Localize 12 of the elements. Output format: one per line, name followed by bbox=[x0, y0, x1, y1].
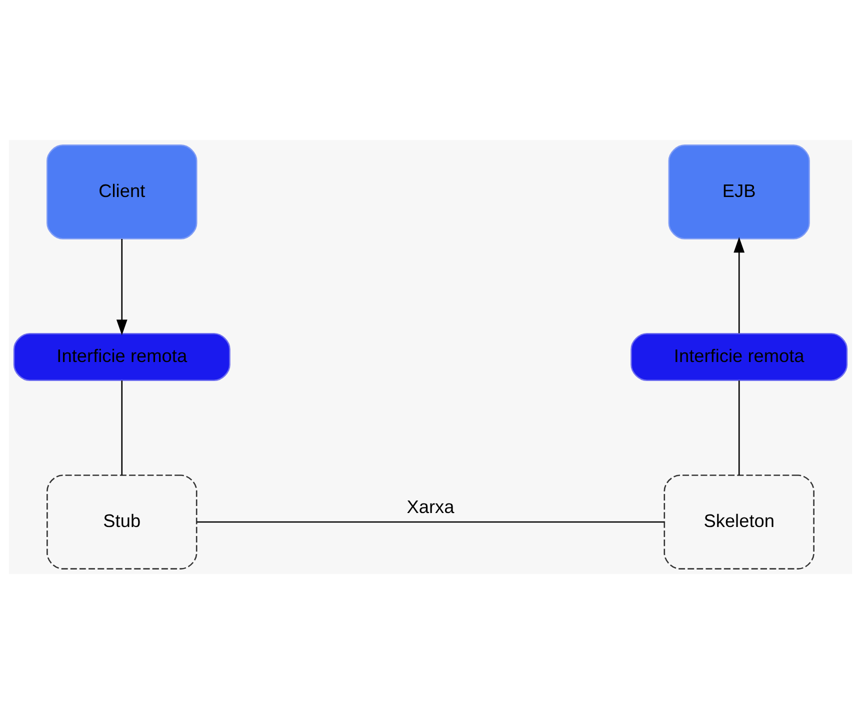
edge-label: Xarxa bbox=[406, 497, 454, 518]
connector bbox=[121, 380, 123, 476]
connector bbox=[196, 521, 664, 523]
arrow bbox=[116, 238, 128, 336]
connector bbox=[738, 380, 740, 476]
arrow bbox=[734, 236, 745, 334]
node-box: Stub bbox=[46, 474, 198, 570]
node-box: EJB bbox=[668, 144, 810, 240]
node-box: Interficie remota bbox=[13, 332, 230, 382]
node-box: Interficie remota bbox=[630, 332, 848, 382]
node-box: Client bbox=[46, 144, 198, 240]
node-box: Skeleton bbox=[664, 474, 814, 570]
